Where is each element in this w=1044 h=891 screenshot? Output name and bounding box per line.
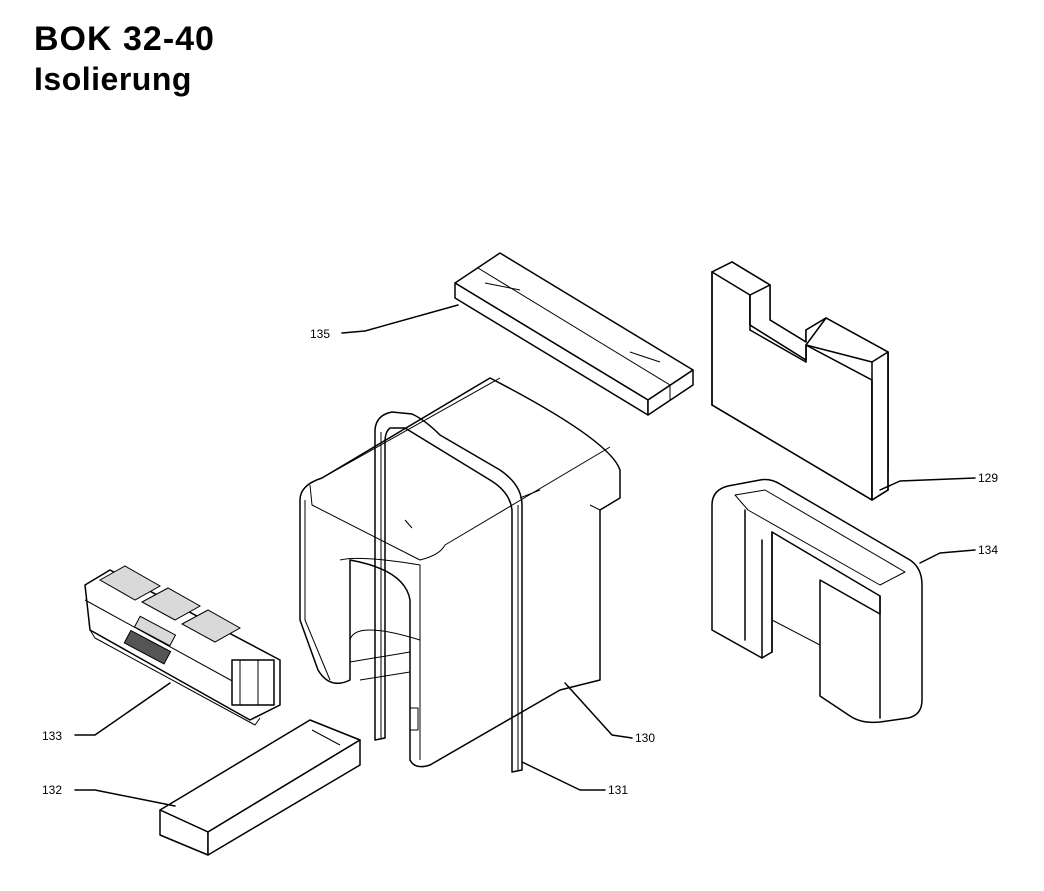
part-131-frame-strip: [374, 411, 523, 773]
label-129: 129: [978, 471, 998, 485]
leader-134: [919, 549, 976, 564]
leader-132: [74, 789, 176, 807]
label-134: 134: [978, 543, 998, 557]
leader-133: [74, 682, 171, 736]
leader-131: [521, 761, 606, 791]
leader-130: [564, 682, 633, 739]
page-title: BOK 32-40: [34, 20, 215, 58]
leader-lines: [74, 304, 976, 807]
label-131: 131: [608, 783, 628, 797]
part-135-top-insulation-bar: [454, 252, 694, 416]
part-130-boiler-shell-insulation: [299, 377, 621, 768]
label-130: 130: [635, 731, 655, 745]
label-132: 132: [42, 783, 62, 797]
page-subtitle: Isolierung: [34, 61, 192, 97]
part-132-bottom-insulation-slab: [159, 719, 361, 856]
part-133-control-module: [84, 565, 281, 726]
leader-135: [341, 304, 459, 334]
leader-129: [879, 477, 976, 491]
label-135: 135: [310, 327, 330, 341]
part-134-side-insulation: [711, 478, 923, 724]
part-129-rear-insulation-panel: [711, 261, 889, 501]
label-133: 133: [42, 729, 62, 743]
